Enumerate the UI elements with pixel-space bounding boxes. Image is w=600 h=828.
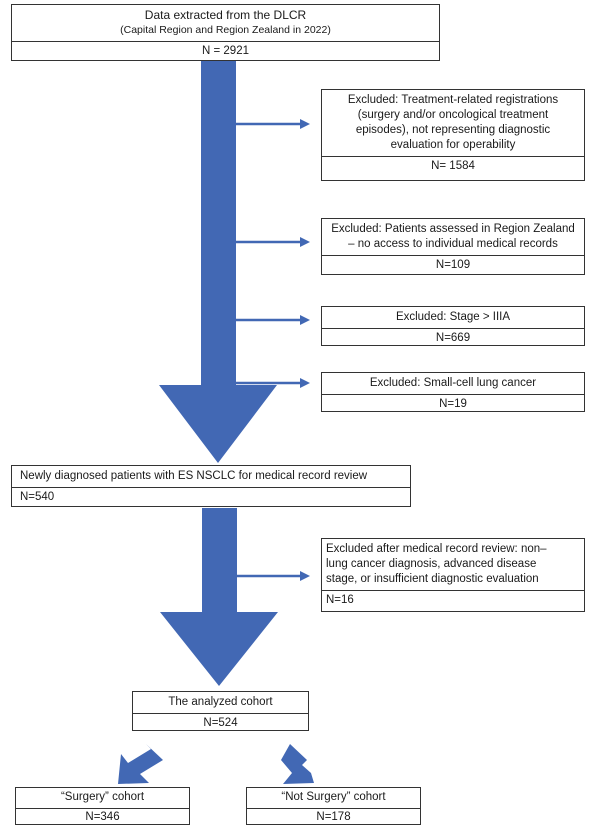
branch-arrow-2 [236,237,310,247]
not-surgery-label: “Not Surgery” cohort [281,791,386,803]
review-count: N=540 [20,491,55,503]
review-label: Newly diagnosed patients with ES NSCLC f… [20,470,368,482]
review-exclusion-line-1: Excluded after medical record review: no… [326,543,547,555]
exclusion-box-2: Excluded: Patients assessed in Region Ze… [321,218,585,275]
exclusion-1-line-3: episodes), not representing diagnostic [355,124,551,136]
exclusion-2-count: N=109 [435,259,471,271]
review-exclusion-line-3: stage, or insufficient diagnostic evalua… [326,573,539,585]
main-arrow-2 [160,508,278,686]
exclusion-1-line-1: Excluded: Treatment-related registration… [347,94,559,106]
surgery-cohort-box: “Surgery” cohort N=346 [15,787,190,825]
exclusion-box-1: Excluded: Treatment-related registration… [321,89,585,181]
exclusion-1-count: N= 1584 [431,160,475,172]
analyzed-count: N=524 [203,717,238,729]
not-surgery-count: N=178 [316,811,351,823]
branch-arrow-5 [237,571,310,581]
exclusion-2-line-2: – no access to individual medical record… [348,238,558,250]
exclusion-1-line-2: (surgery and/or oncological treatment [357,109,549,121]
exclusion-3-line-1: Excluded: Stage > IIIA [395,311,511,323]
source-line-2: (Capital Region and Region Zealand in 20… [120,24,331,36]
analyzed-label: The analyzed cohort [168,696,273,708]
branch-arrow-1 [236,119,310,129]
exclusion-3-count: N=669 [435,332,471,344]
branch-arrow-4 [236,378,310,388]
exclusion-2-line-1: Excluded: Patients assessed in Region Ze… [331,223,575,235]
source-line-1: Data extracted from the DLCR [144,8,307,22]
surgery-count: N=346 [85,811,120,823]
review-exclusion-box: Excluded after medical record review: no… [321,538,585,612]
source-box: Data extracted from the DLCR (Capital Re… [11,4,440,61]
exclusion-1-line-4: evaluation for operability [390,139,516,151]
review-box: Newly diagnosed patients with ES NSCLC f… [11,465,411,507]
not-surgery-cohort-box: “Not Surgery” cohort N=178 [246,787,421,825]
review-exclusion-line-2: lung cancer diagnosis, advanced disease [326,558,537,570]
exclusion-box-4: Excluded: Small-cell lung cancer N=19 [321,372,585,412]
split-arrow-right [281,744,314,784]
split-arrow-left [118,744,163,784]
branch-arrow-3 [236,315,310,325]
analyzed-cohort-box: The analyzed cohort N=524 [132,691,309,731]
surgery-label: “Surgery” cohort [60,791,145,803]
source-count: N = 2921 [202,45,249,57]
exclusion-box-3: Excluded: Stage > IIIA N=669 [321,306,585,346]
exclusion-4-line-1: Excluded: Small-cell lung cancer [369,377,537,389]
exclusion-4-count: N=19 [439,398,467,410]
main-arrow-1 [159,60,277,463]
review-exclusion-count: N=16 [326,594,354,606]
